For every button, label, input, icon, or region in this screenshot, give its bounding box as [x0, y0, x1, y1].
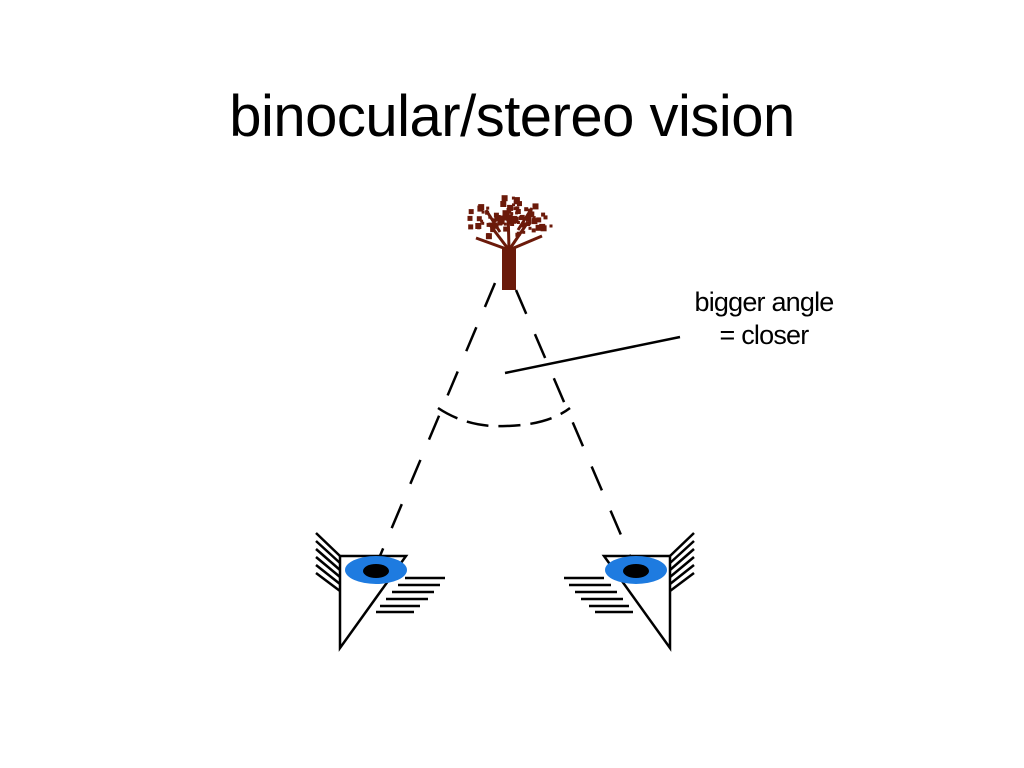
- tree-branch: [484, 209, 502, 233]
- right-pupil: [623, 564, 649, 578]
- tree-leaf: [518, 216, 523, 221]
- tree-leaf: [543, 215, 548, 220]
- annotation-line-1: bigger angle: [694, 287, 834, 317]
- tree-leaf: [513, 197, 520, 204]
- tree-branch: [488, 224, 511, 251]
- tree-leaf: [516, 221, 520, 224]
- left-pupil: [363, 564, 389, 578]
- tree-leaf: [510, 222, 515, 226]
- tree-leaf: [510, 212, 514, 216]
- tree-leaf: [497, 218, 504, 225]
- tree-leaf: [536, 217, 542, 223]
- tree-canopy: [467, 195, 553, 252]
- tree-leaf: [501, 195, 508, 202]
- tree-leaf: [503, 215, 509, 221]
- tree-leaf: [511, 196, 515, 200]
- tree-leaf: [503, 226, 509, 232]
- tree-leaf: [512, 203, 515, 207]
- annotation-pointer-line: [504, 335, 681, 375]
- tree-leaf: [515, 206, 520, 211]
- tree-leaf: [532, 203, 539, 210]
- tree-leaf: [481, 210, 485, 214]
- tree-leaf: [528, 226, 532, 230]
- tree-leaf: [501, 202, 506, 207]
- tree-leaf: [481, 221, 485, 225]
- angle-annotation: bigger angle = closer: [648, 286, 880, 352]
- tree-branch: [506, 207, 511, 251]
- tree-leaf: [531, 228, 536, 233]
- tree-leaf: [488, 222, 493, 227]
- tree-leaf: [517, 201, 522, 207]
- left-eye-icon: [315, 532, 445, 652]
- tree-leaf: [526, 216, 531, 222]
- tree-branch: [508, 234, 543, 252]
- tree-leaf: [532, 216, 536, 220]
- angle-arc: [437, 406, 571, 428]
- tree-leaf: [535, 224, 542, 231]
- tree-leaf: [528, 211, 535, 218]
- tree-leaf: [515, 211, 519, 215]
- tree-leaf: [522, 230, 526, 234]
- tree-leaf: [486, 233, 490, 237]
- tree-branch: [475, 236, 510, 252]
- tree-trunk: [502, 248, 516, 290]
- tree-leaf: [512, 218, 516, 222]
- tree-leaf: [531, 218, 538, 225]
- tree-leaf: [507, 204, 514, 211]
- tree-branch: [516, 207, 534, 231]
- tree-leaf: [468, 224, 474, 230]
- tree-leaf: [515, 209, 521, 214]
- tree-leaf: [549, 224, 553, 228]
- tree-leaf: [513, 207, 517, 211]
- tree-leaf: [528, 220, 532, 224]
- tree-leaf: [503, 211, 507, 216]
- tree-leaf: [503, 222, 507, 226]
- tree-leaf: [539, 223, 546, 230]
- tree-leaf: [468, 209, 474, 215]
- tree-branch: [507, 221, 530, 251]
- tree-leaf: [476, 216, 482, 222]
- tree-leaf: [508, 210, 512, 214]
- tree-leaf: [493, 212, 499, 218]
- annotation-line-2: = closer: [719, 320, 810, 350]
- tree-leaf: [475, 223, 482, 229]
- left-sight-line: [375, 282, 497, 564]
- tree-leaf: [467, 215, 473, 221]
- tree-leaf: [541, 212, 546, 217]
- right-sight-line: [514, 289, 635, 564]
- tree-leaf: [501, 215, 506, 220]
- slide-title: binocular/stereo vision: [229, 84, 795, 149]
- tree-leaf: [521, 222, 526, 228]
- tree-leaf: [485, 233, 492, 240]
- tree-leaf: [486, 206, 490, 210]
- tree-leaf: [494, 215, 501, 221]
- tree-leaf: [478, 204, 485, 211]
- tree-icon: [467, 195, 553, 290]
- tree-leaf: [528, 221, 532, 225]
- tree-leaf: [524, 207, 529, 212]
- tree-leaf: [515, 232, 520, 237]
- right-eye-icon: [564, 532, 695, 652]
